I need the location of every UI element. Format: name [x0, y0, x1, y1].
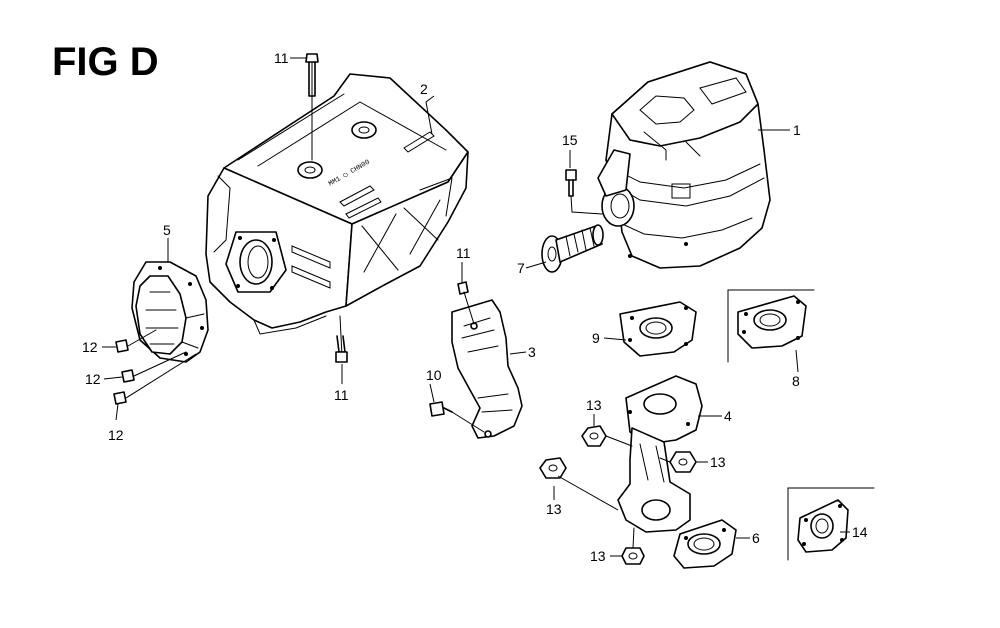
- bolt-11-top: [305, 53, 319, 161]
- callout-2: 2: [420, 81, 428, 97]
- callout-5: 5: [163, 222, 171, 238]
- callout-8: 8: [792, 373, 800, 389]
- exhaust-manifold: [617, 375, 703, 533]
- nut-13-b: [659, 451, 697, 473]
- spark-arrester: [541, 224, 604, 273]
- callout-12-a: 12: [82, 339, 98, 355]
- gasket-8-box: [727, 289, 815, 363]
- callout-12-c: 12: [108, 427, 124, 443]
- callout-15: 15: [562, 132, 578, 148]
- bolt-11-bracket: [457, 281, 475, 325]
- muffler-protector: MM1 ◯ CHN00: [205, 73, 469, 335]
- callout-11-bottom: 11: [334, 387, 349, 403]
- bolt-12-a: [115, 329, 157, 353]
- heat-shield-bracket: [451, 299, 523, 439]
- nut-13-a: [581, 425, 633, 447]
- nut-13-d: [621, 527, 645, 565]
- callout-13-b: 13: [710, 454, 726, 470]
- figure-title: FIG D: [52, 40, 159, 84]
- exhaust-gasket-6: [673, 519, 737, 569]
- callout-11-bracket: 11: [456, 245, 471, 261]
- bolt-12-b: [121, 351, 187, 383]
- callout-1: 1: [793, 122, 801, 138]
- callout-3: 3: [528, 344, 536, 360]
- bolt-15: [565, 169, 603, 215]
- callout-4: 4: [724, 408, 732, 424]
- callout-11-top: 11: [274, 50, 289, 66]
- callout-12-b: 12: [85, 371, 101, 387]
- bolt-10: [429, 401, 485, 433]
- callout-9: 9: [592, 330, 600, 346]
- callout-13-d: 13: [590, 548, 606, 564]
- bolt-11-bottom: [335, 315, 348, 363]
- gasket-14-box: [787, 487, 875, 561]
- callout-13-c: 13: [546, 501, 562, 517]
- callout-7: 7: [517, 260, 525, 276]
- bolt-12-c: [113, 353, 197, 405]
- callout-13-a: 13: [586, 397, 602, 413]
- gasket-9: [619, 301, 697, 357]
- nut-13-c: [539, 457, 567, 479]
- callout-14: 14: [852, 524, 868, 540]
- callout-6: 6: [752, 530, 760, 546]
- callout-10: 10: [426, 367, 442, 383]
- muffler-cone-cover: [131, 261, 209, 363]
- muffler-body: [597, 61, 771, 269]
